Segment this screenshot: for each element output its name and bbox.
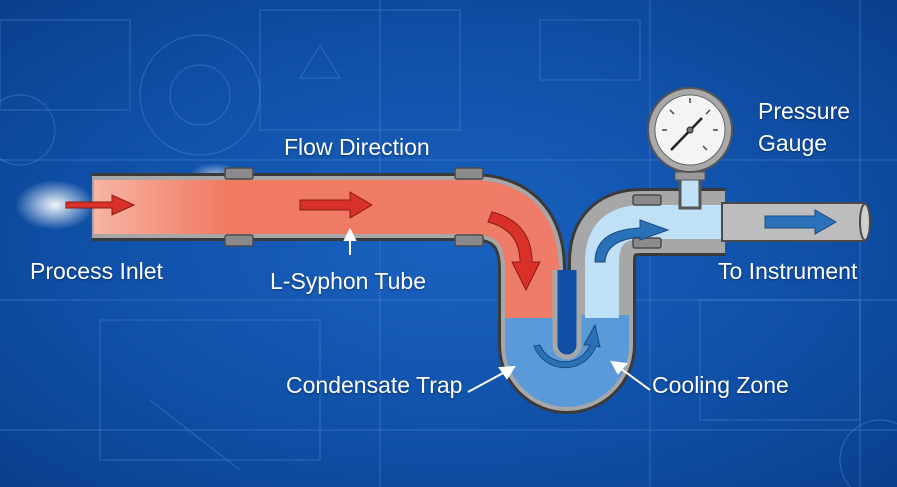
- to-instrument-label: To Instrument: [718, 258, 858, 284]
- flow-direction-label: Flow Direction: [284, 134, 430, 160]
- pressure-gauge-label-line1: Pressure: [758, 98, 851, 124]
- arrow-curve-icon: [594, 219, 670, 263]
- arrow-down-icon: [487, 211, 541, 292]
- arrow-right-icon: [764, 209, 838, 235]
- u-inner-gap: [552, 270, 582, 360]
- hot-flow-arrows: [65, 191, 541, 292]
- l-syphon-tube-label: L-Syphon Tube: [270, 268, 427, 294]
- condensate-water: [505, 315, 629, 407]
- cool-flow-arrows: [533, 209, 838, 369]
- label-pointers: [343, 227, 651, 393]
- process-inlet-label: Process Inlet: [30, 258, 163, 284]
- arrow-right-icon: [299, 191, 373, 219]
- arrow-right-icon: [65, 194, 136, 216]
- cooling-zone-label: Cooling Zone: [652, 372, 789, 398]
- pressure-gauge-label-line2: Gauge: [758, 130, 828, 156]
- condensate-trap-label: Condensate Trap: [286, 372, 463, 398]
- instrument-pipe: [721, 202, 871, 242]
- pressure-gauge: [647, 87, 733, 210]
- pipe-fittings: [224, 167, 662, 249]
- arrow-loop-icon: [533, 323, 601, 369]
- gauge-needle: [670, 117, 703, 151]
